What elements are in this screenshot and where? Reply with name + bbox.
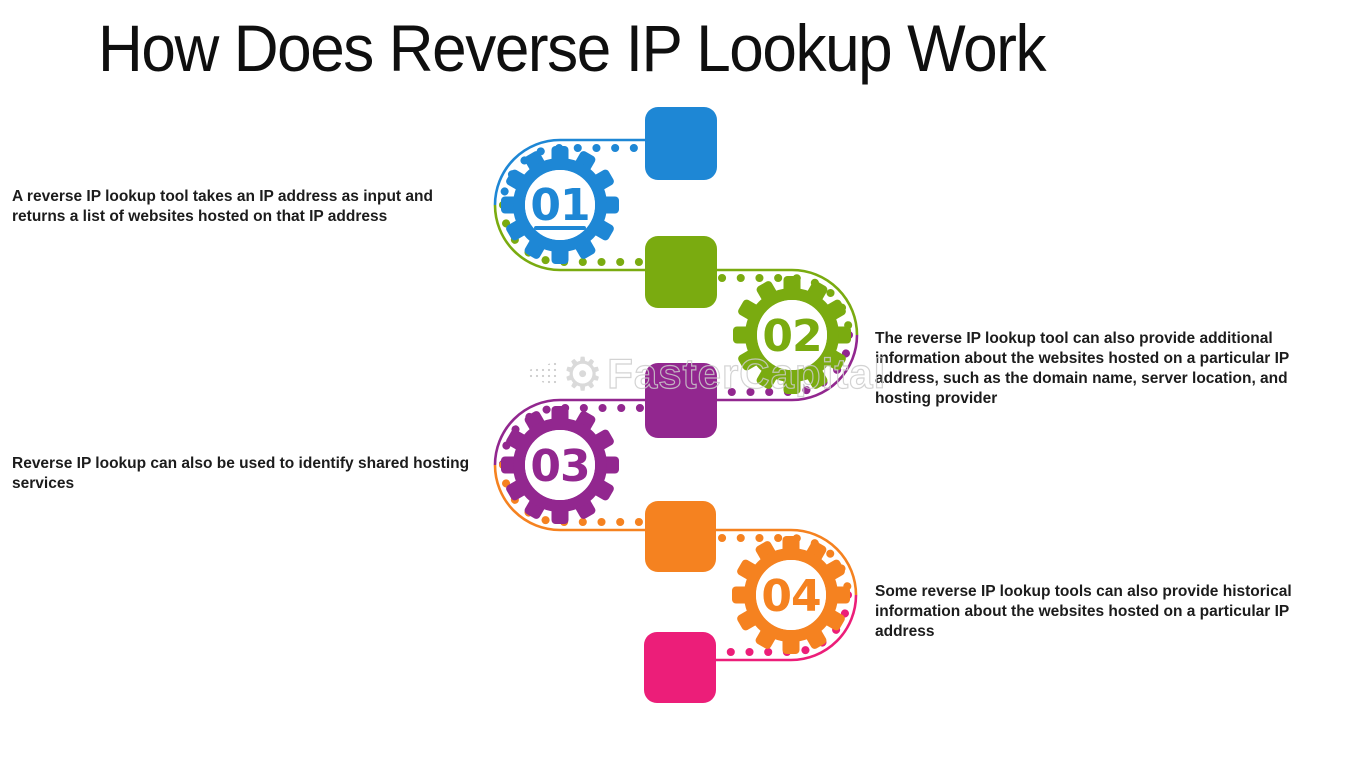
connector-square-purple — [645, 363, 717, 438]
gear-step-01: 01 — [501, 146, 619, 264]
belt-segment-pink — [694, 594, 858, 662]
step-01-description: A reverse IP lookup tool takes an IP add… — [12, 188, 433, 225]
gear-step-02: 02 — [733, 276, 851, 394]
step-number-03: 03 — [530, 441, 589, 492]
page-title: How Does Reverse IP Lookup Work — [98, 11, 1047, 85]
gear-step-04: 04 — [732, 536, 850, 654]
step-number-02: 02 — [762, 311, 821, 362]
step-04-description: Some reverse IP lookup tools can also pr… — [875, 583, 1292, 640]
belt-teeth-blue — [499, 144, 694, 209]
step-number-underline — [534, 226, 586, 230]
step-03-description: Reverse IP lookup can also be used to id… — [12, 455, 470, 492]
step-02-description: The reverse IP lookup tool can also prov… — [875, 330, 1289, 407]
connector-square-blue — [645, 107, 717, 180]
belt-segment-blue — [493, 138, 694, 206]
connector-square-green — [645, 236, 717, 308]
connector-square-orange — [645, 501, 716, 572]
step-number-01: 01 — [530, 180, 589, 231]
connector-square-pink — [644, 632, 716, 703]
gear-step-03: 03 — [501, 406, 619, 524]
step-number-04: 04 — [761, 571, 820, 622]
